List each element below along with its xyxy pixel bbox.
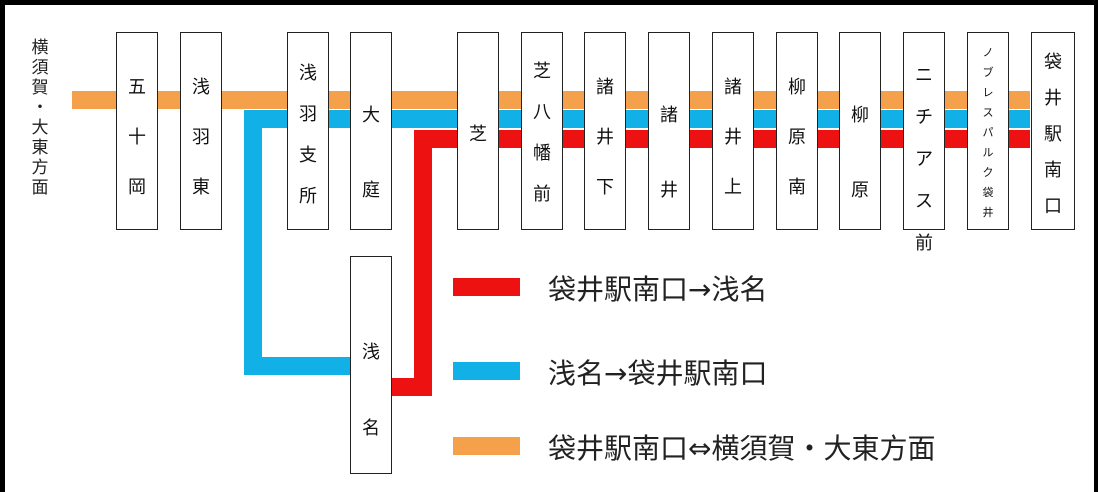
legend-label-blue: 浅名→袋井駅南口 bbox=[548, 357, 768, 390]
legend-swatch-blue bbox=[453, 362, 520, 380]
station-name: ノブレスパルク袋井 bbox=[982, 46, 994, 219]
station-asaba-shisho: 浅羽支所 bbox=[287, 32, 329, 230]
destination-label: 横須賀・大東方面 bbox=[31, 38, 49, 198]
station-moroi: 諸井 bbox=[648, 32, 690, 230]
station-name: 浅羽東 bbox=[192, 77, 210, 198]
station-fukuroi-station-south: 袋井駅南口 bbox=[1031, 32, 1075, 230]
legend-label-orange: 袋井駅南口⇔横須賀・大東方面 bbox=[548, 432, 936, 465]
station-name: 浅名 bbox=[362, 342, 380, 439]
station-name: 芝八幡前 bbox=[533, 61, 551, 205]
station-name: 五十岡 bbox=[128, 77, 146, 198]
station-oniwa: 大庭 bbox=[350, 32, 392, 230]
legend-swatch-red bbox=[453, 278, 520, 296]
station-novreceparc: ノブレスパルク袋井 bbox=[967, 32, 1009, 230]
station-gojuoka: 五十岡 bbox=[116, 32, 158, 230]
station-name: 柳原南 bbox=[788, 77, 806, 198]
station-name: 浅羽支所 bbox=[299, 63, 317, 207]
station-name: 諸井上 bbox=[724, 77, 742, 198]
station-moroi-shimo: 諸井下 bbox=[584, 32, 626, 230]
station-name: 諸井下 bbox=[596, 77, 614, 198]
station-shiba-hachiman-mae: 芝八幡前 bbox=[521, 32, 563, 230]
station-yanagihara: 柳原 bbox=[839, 32, 881, 230]
route-line-blue bbox=[244, 110, 1030, 375]
station-name: ニチアス前 bbox=[915, 65, 933, 254]
station-name: 柳原 bbox=[851, 105, 869, 201]
station-shiba: 芝 bbox=[457, 32, 499, 230]
station-asaba-higashi: 浅羽東 bbox=[180, 32, 222, 230]
station-name: 袋井駅南口 bbox=[1044, 52, 1062, 217]
station-name: 大庭 bbox=[362, 105, 380, 201]
legend-swatch-orange bbox=[453, 437, 520, 455]
station-moroi-kami: 諸井上 bbox=[712, 32, 754, 230]
station-yanagihara-minami: 柳原南 bbox=[776, 32, 818, 230]
station-asana: 浅名 bbox=[350, 256, 392, 474]
station-niteas-mae: ニチアス前 bbox=[903, 32, 945, 254]
station-name: 諸井 bbox=[660, 105, 678, 201]
station-name: 芝 bbox=[469, 124, 487, 145]
legend-label-red: 袋井駅南口→浅名 bbox=[548, 273, 768, 306]
